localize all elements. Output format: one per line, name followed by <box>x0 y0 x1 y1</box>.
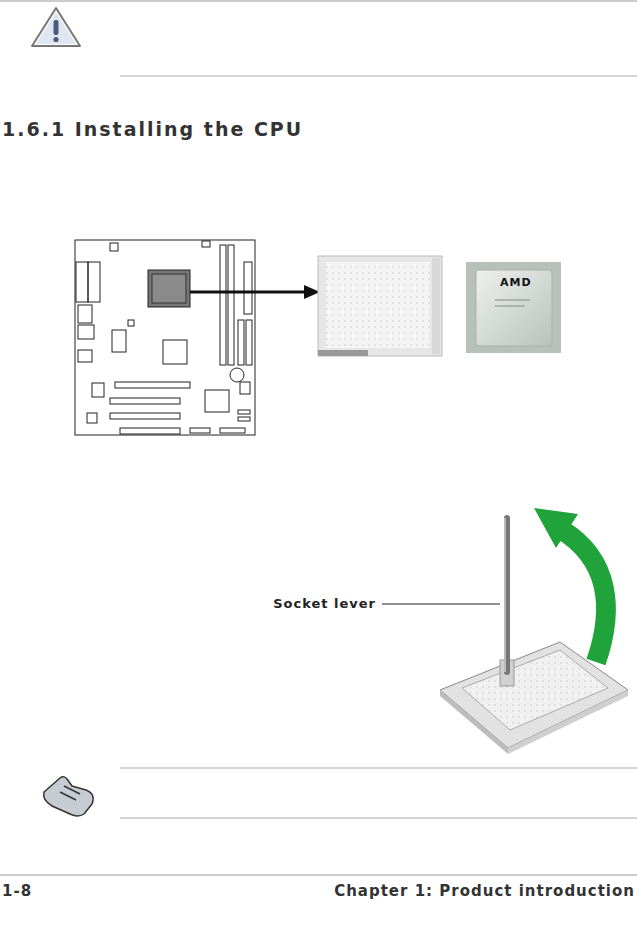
motherboard-drawing <box>75 240 255 435</box>
socket-lever-drawing <box>440 518 628 754</box>
rule-line <box>120 768 637 769</box>
leader-line <box>382 604 500 605</box>
section-heading: 1.6.1 Installing the CPU <box>2 118 303 140</box>
rule-line <box>0 1 637 2</box>
note-icon <box>44 777 93 816</box>
rule-line <box>0 875 637 876</box>
chapter-title: Chapter 1: Product introduction <box>334 882 635 900</box>
rotation-arrow <box>534 508 606 662</box>
chip-logo: AMD <box>500 276 532 289</box>
page-number: 1-8 <box>2 882 32 900</box>
warning-icon <box>32 8 80 46</box>
socket-photo <box>318 256 442 356</box>
cpu-photo <box>466 262 561 353</box>
part-name: Socket lever <box>273 596 376 611</box>
rule-line <box>120 76 637 77</box>
pointer-arrow <box>190 285 320 299</box>
rule-line <box>120 818 637 819</box>
